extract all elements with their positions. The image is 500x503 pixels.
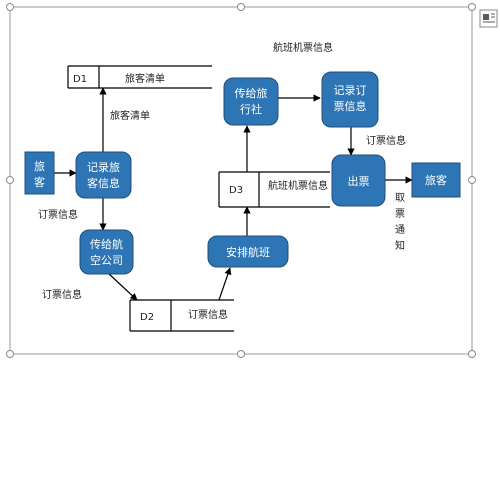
resize-handle-middle-right[interactable]	[468, 176, 476, 184]
flow-label-flight-ticket-info: 航班机票信息	[273, 41, 333, 54]
layout-options-icon[interactable]	[479, 9, 498, 28]
flow-label-pickup-notice-1: 取	[395, 192, 405, 204]
flows	[54, 87, 413, 301]
store-d1-name: 旅客清单	[125, 72, 165, 85]
process-send-to-agency-line2: 行社	[240, 102, 262, 116]
resize-handle-bottom-left[interactable]	[6, 350, 14, 358]
flow-airline-to-d2	[107, 272, 138, 301]
flow-label-passenger-list: 旅客清单	[110, 109, 150, 122]
process-schedule-flight[interactable]: 安排航班	[207, 235, 289, 268]
process-send-to-airline-line2: 空公司	[90, 253, 123, 267]
store-d1-id: D1	[73, 74, 87, 85]
process-record-order-info[interactable]: 记录订 票信息	[321, 71, 379, 128]
process-record-order-info-line2: 票信息	[334, 99, 367, 113]
flow-label-pickup-notice-3: 通	[395, 224, 405, 236]
process-record-passenger-info[interactable]: 记录旅 客信息	[75, 151, 132, 199]
flow-label-order-info-2: 订票信息	[42, 288, 82, 301]
flow-label-order-info-1: 订票信息	[38, 208, 78, 221]
process-issue-ticket[interactable]: 出票	[331, 154, 386, 207]
process-schedule-flight-label: 安排航班	[226, 245, 270, 259]
process-send-to-airline[interactable]: 传给航 空公司	[79, 229, 134, 275]
process-send-to-airline-line1: 传给航	[90, 237, 123, 251]
flow-label-order-info-3: 订票信息	[366, 134, 406, 147]
store-d2	[129, 299, 234, 332]
resize-handle-top-center[interactable]	[237, 3, 245, 11]
process-record-passenger-info-line2: 客信息	[87, 176, 120, 190]
entity-passenger-left[interactable]: 旅 客	[24, 151, 55, 195]
flow-label-pickup-notice-4: 知	[395, 239, 405, 252]
process-send-to-agency[interactable]: 传给旅 行社	[223, 77, 279, 126]
process-record-order-info-line1: 记录订	[334, 84, 367, 97]
store-d2-id: D2	[140, 312, 154, 323]
entity-passenger-left-line2: 客	[34, 175, 45, 189]
store-d3-name: 航班机票信息	[268, 179, 328, 192]
store-d3-id: D3	[229, 185, 243, 196]
store-d2-name: 订票信息	[188, 308, 228, 321]
process-send-to-agency-line1: 传给旅	[235, 86, 268, 100]
resize-handles[interactable]	[6, 3, 476, 358]
resize-handle-top-left[interactable]	[6, 3, 14, 11]
entity-passenger-right-label: 旅客	[425, 173, 447, 187]
resize-handle-bottom-right[interactable]	[468, 350, 476, 358]
resize-handle-top-right[interactable]	[468, 3, 476, 11]
resize-handle-middle-left[interactable]	[6, 176, 14, 184]
entity-passenger-left-line1: 旅	[34, 159, 45, 173]
entity-passenger-right[interactable]: 旅客	[411, 162, 461, 198]
flow-label-pickup-notice-2: 票	[395, 208, 405, 220]
resize-handle-bottom-center[interactable]	[237, 350, 245, 358]
store-d1	[67, 65, 212, 89]
store-d3	[218, 171, 330, 208]
process-issue-ticket-label: 出票	[348, 174, 370, 188]
process-record-passenger-info-line1: 记录旅	[87, 160, 120, 174]
flow-d2-to-schedule	[218, 267, 232, 301]
